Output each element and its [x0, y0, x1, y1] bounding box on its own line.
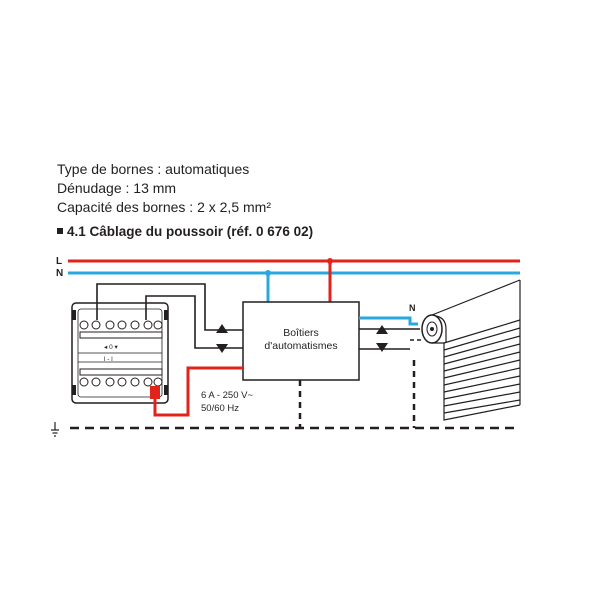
shutter-motor-icon — [421, 314, 443, 344]
up-arrow-icon — [216, 324, 228, 333]
pushbutton-mechanism-icon — [71, 302, 169, 404]
earth-symbol-icon — [51, 422, 59, 437]
live-junction-dot — [327, 258, 333, 264]
square-bullet-icon — [57, 228, 63, 234]
neutral-junction-dot — [265, 270, 271, 276]
live-feed-wire — [150, 366, 243, 417]
down-arrow-icon — [216, 344, 228, 353]
section-heading: 4.1 Câblage du poussoir (réf. 0 676 02) — [57, 224, 313, 239]
motor-up-arrow-icon — [376, 325, 388, 334]
automation-box — [242, 301, 360, 381]
switch-marks-top: ◂ 0 ▾ — [104, 344, 118, 351]
box-label-line2: d'automatismes — [264, 340, 337, 352]
rating-line1: 6 A - 250 V~ — [201, 390, 253, 401]
motor-neutral-label: N — [409, 303, 416, 313]
terminal-type-text: Type de bornes : automatiques — [57, 161, 250, 177]
section-title: 4.1 Câblage du poussoir (réf. 0 676 02) — [67, 224, 314, 239]
rating-line2: 50/60 Hz — [201, 403, 239, 414]
stripping-length-text: Dénudage : 13 mm — [57, 180, 177, 196]
roller-shutter-icon — [431, 279, 521, 421]
terminal-capacity-text: Capacité des bornes : 2 x 2,5 mm² — [57, 199, 271, 215]
control-wires — [96, 283, 243, 349]
motor-down-arrow-icon — [376, 343, 388, 352]
box-label-line1: Boîtiers — [283, 327, 319, 339]
motor-neutral-wire — [359, 316, 418, 326]
switch-marks-bottom: l - l — [104, 356, 113, 363]
neutral-line-label: N — [56, 268, 63, 279]
live-line-label: L — [56, 256, 62, 267]
